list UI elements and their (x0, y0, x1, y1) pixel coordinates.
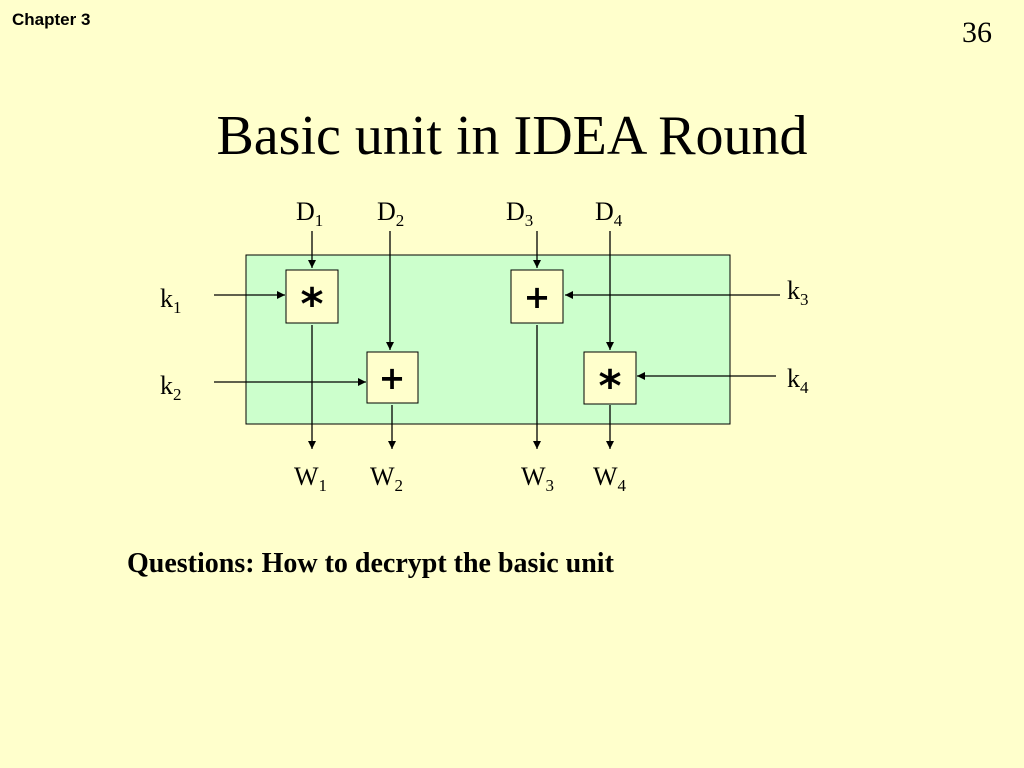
label-k2: k2 (160, 371, 182, 404)
label-d2: D2 (377, 197, 404, 230)
label-d1: D1 (296, 197, 323, 230)
label-w4: W4 (593, 462, 627, 495)
op-symbol-4: * (598, 361, 621, 412)
slide-title: Basic unit in IDEA Round (216, 105, 808, 167)
question-text: Questions: How to decrypt the basic unit (127, 548, 614, 579)
chapter-label: Chapter 3 (12, 10, 91, 29)
label-w3: W3 (521, 462, 554, 495)
op-box-4: * (583, 351, 637, 412)
label-k4: k4 (787, 364, 809, 397)
label-w1: W1 (294, 462, 327, 495)
slide-number: 36 (962, 16, 992, 49)
op-box-1: * (285, 269, 339, 330)
op-box-3: + (510, 269, 564, 324)
op-symbol-1: * (300, 279, 323, 330)
label-k3: k3 (787, 276, 809, 309)
label-d4: D4 (595, 197, 623, 230)
label-k1: k1 (160, 284, 182, 317)
op-box-2: + (366, 351, 419, 404)
label-w2: W2 (370, 462, 403, 495)
op-symbol-3: + (524, 278, 551, 316)
op-symbol-2: + (379, 359, 406, 397)
label-d3: D3 (506, 197, 533, 230)
